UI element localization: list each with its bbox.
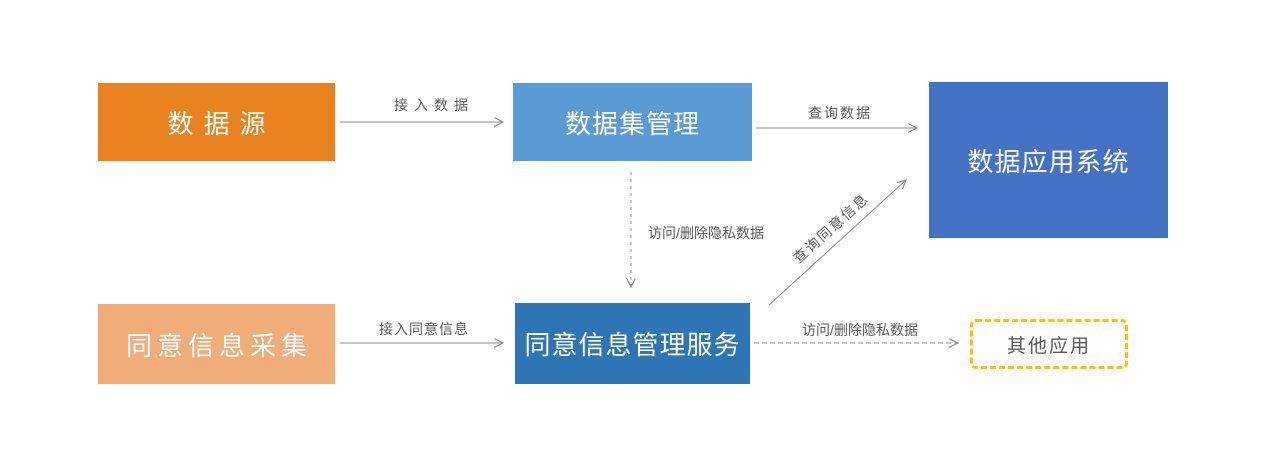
edge-label-query-data: 查询数据 <box>808 105 872 121</box>
node-consent-collect-label: 同意信息采集 <box>125 330 312 361</box>
node-consent-collect: 同意信息采集 <box>98 304 335 384</box>
edge-label-access-delete-private-data-2: 访问/删除隐私数据 <box>802 322 918 338</box>
node-data-app-system-label: 数据应用系统 <box>967 146 1130 177</box>
node-consent-service: 同意信息管理服务 <box>515 303 750 384</box>
node-consent-service-label: 同意信息管理服务 <box>524 330 741 360</box>
node-data-app-system: 数据应用系统 <box>929 82 1168 238</box>
node-other-apps: 其他应用 <box>970 319 1128 369</box>
edge-label-access-delete-private-data: 访问/删除隐私数据 <box>648 225 764 241</box>
node-dataset-mgmt: 数据集管理 <box>513 83 752 161</box>
node-other-apps-label: 其他应用 <box>1006 335 1091 357</box>
node-dataset-mgmt-label: 数据集管理 <box>564 108 700 139</box>
edge-label-access-data: 接入数据 <box>394 97 474 113</box>
edge-query-consent-info-line <box>768 180 906 306</box>
edge-label-query-consent-info: 查询同意信息 <box>789 189 873 267</box>
node-data-source: 数据源 <box>98 83 335 161</box>
edge-label-access-consent-info: 接入同意信息 <box>379 321 469 337</box>
node-data-source-label: 数据源 <box>167 108 276 139</box>
